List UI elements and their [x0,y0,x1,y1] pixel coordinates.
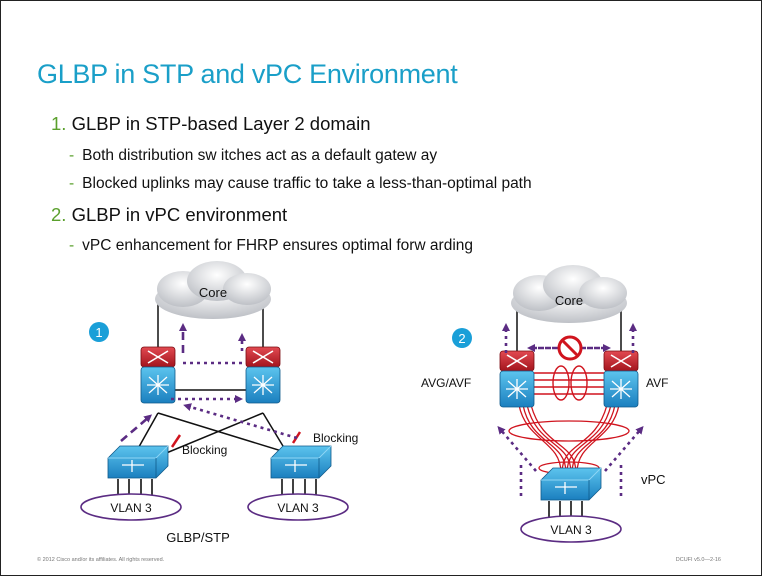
blocking-label-right: Blocking [313,431,358,445]
avf-label: AVF [646,376,668,390]
avg-avf-label: AVG/AVF [421,376,471,390]
distribution-switch-left [140,346,176,404]
vlan-label-vpc: VLAN 3 [550,523,592,537]
dash: - [69,175,75,192]
core-cloud-2: Core [511,265,627,323]
vlan-label-right: VLAN 3 [277,501,319,515]
vlan-ellipse-vpc [520,515,622,543]
bullet-text: GLBP in vPC environment [71,204,288,225]
sub-bullet-text: Both distribution sw itches act as a def… [82,147,438,164]
diagram-glbp-stp: Core Blocking Blocking [80,261,358,545]
access-switch-right [270,445,332,479]
badge-1-label: 1 [95,325,102,340]
access-switch-vpc [540,467,602,501]
dash: - [69,237,75,254]
dash: - [69,147,75,164]
slide-number-footer: DCUFI v5.0—2-16 [675,557,721,563]
diagram-caption: GLBP/STP [166,530,230,545]
sub-bullet-text: vPC enhancement for FHRP ensures optimal… [82,237,474,254]
sub-bullet-text: Blocked uplinks may cause traffic to tak… [82,175,532,192]
prohibited-icon [557,335,583,361]
bullet-number: 2. [51,204,67,225]
slide-title: GLBP in STP and vPC Environment [37,59,458,89]
badge-2 [452,328,472,348]
sub-bullet-1a: -Both distribution sw itches act as a de… [69,147,437,165]
core-cloud-1: Core [155,261,271,319]
bullet-number: 1. [51,113,67,134]
vlan-ellipse-left [80,493,182,521]
access-switch-left [107,445,169,479]
bullet-text: GLBP in STP-based Layer 2 domain [71,113,371,134]
avf-switch [603,350,639,408]
copyright-footer: © 2012 Cisco and/or its affiliates. All … [37,557,165,563]
badge-1 [89,322,109,342]
sub-bullet-2a: -vPC enhancement for FHRP ensures optima… [69,237,473,255]
sub-bullet-1b: -Blocked uplinks may cause traffic to ta… [69,175,532,193]
core-label: Core [555,293,583,308]
blocking-mark-left [170,434,182,448]
vpc-label: vPC [641,472,666,487]
bullet-1: 1. GLBP in STP-based Layer 2 domain [51,113,371,135]
avg-avf-switch [499,350,535,408]
diagram-glbp-vpc: Core [421,265,668,543]
vlan-ellipse-right [247,493,349,521]
distribution-switch-right [245,346,281,404]
blocking-label-left: Blocking [182,443,227,457]
badge-2-label: 2 [458,331,465,346]
bullet-2: 2. GLBP in vPC environment [51,204,287,226]
vlan-label-left: VLAN 3 [110,501,152,515]
core-label: Core [199,285,227,300]
